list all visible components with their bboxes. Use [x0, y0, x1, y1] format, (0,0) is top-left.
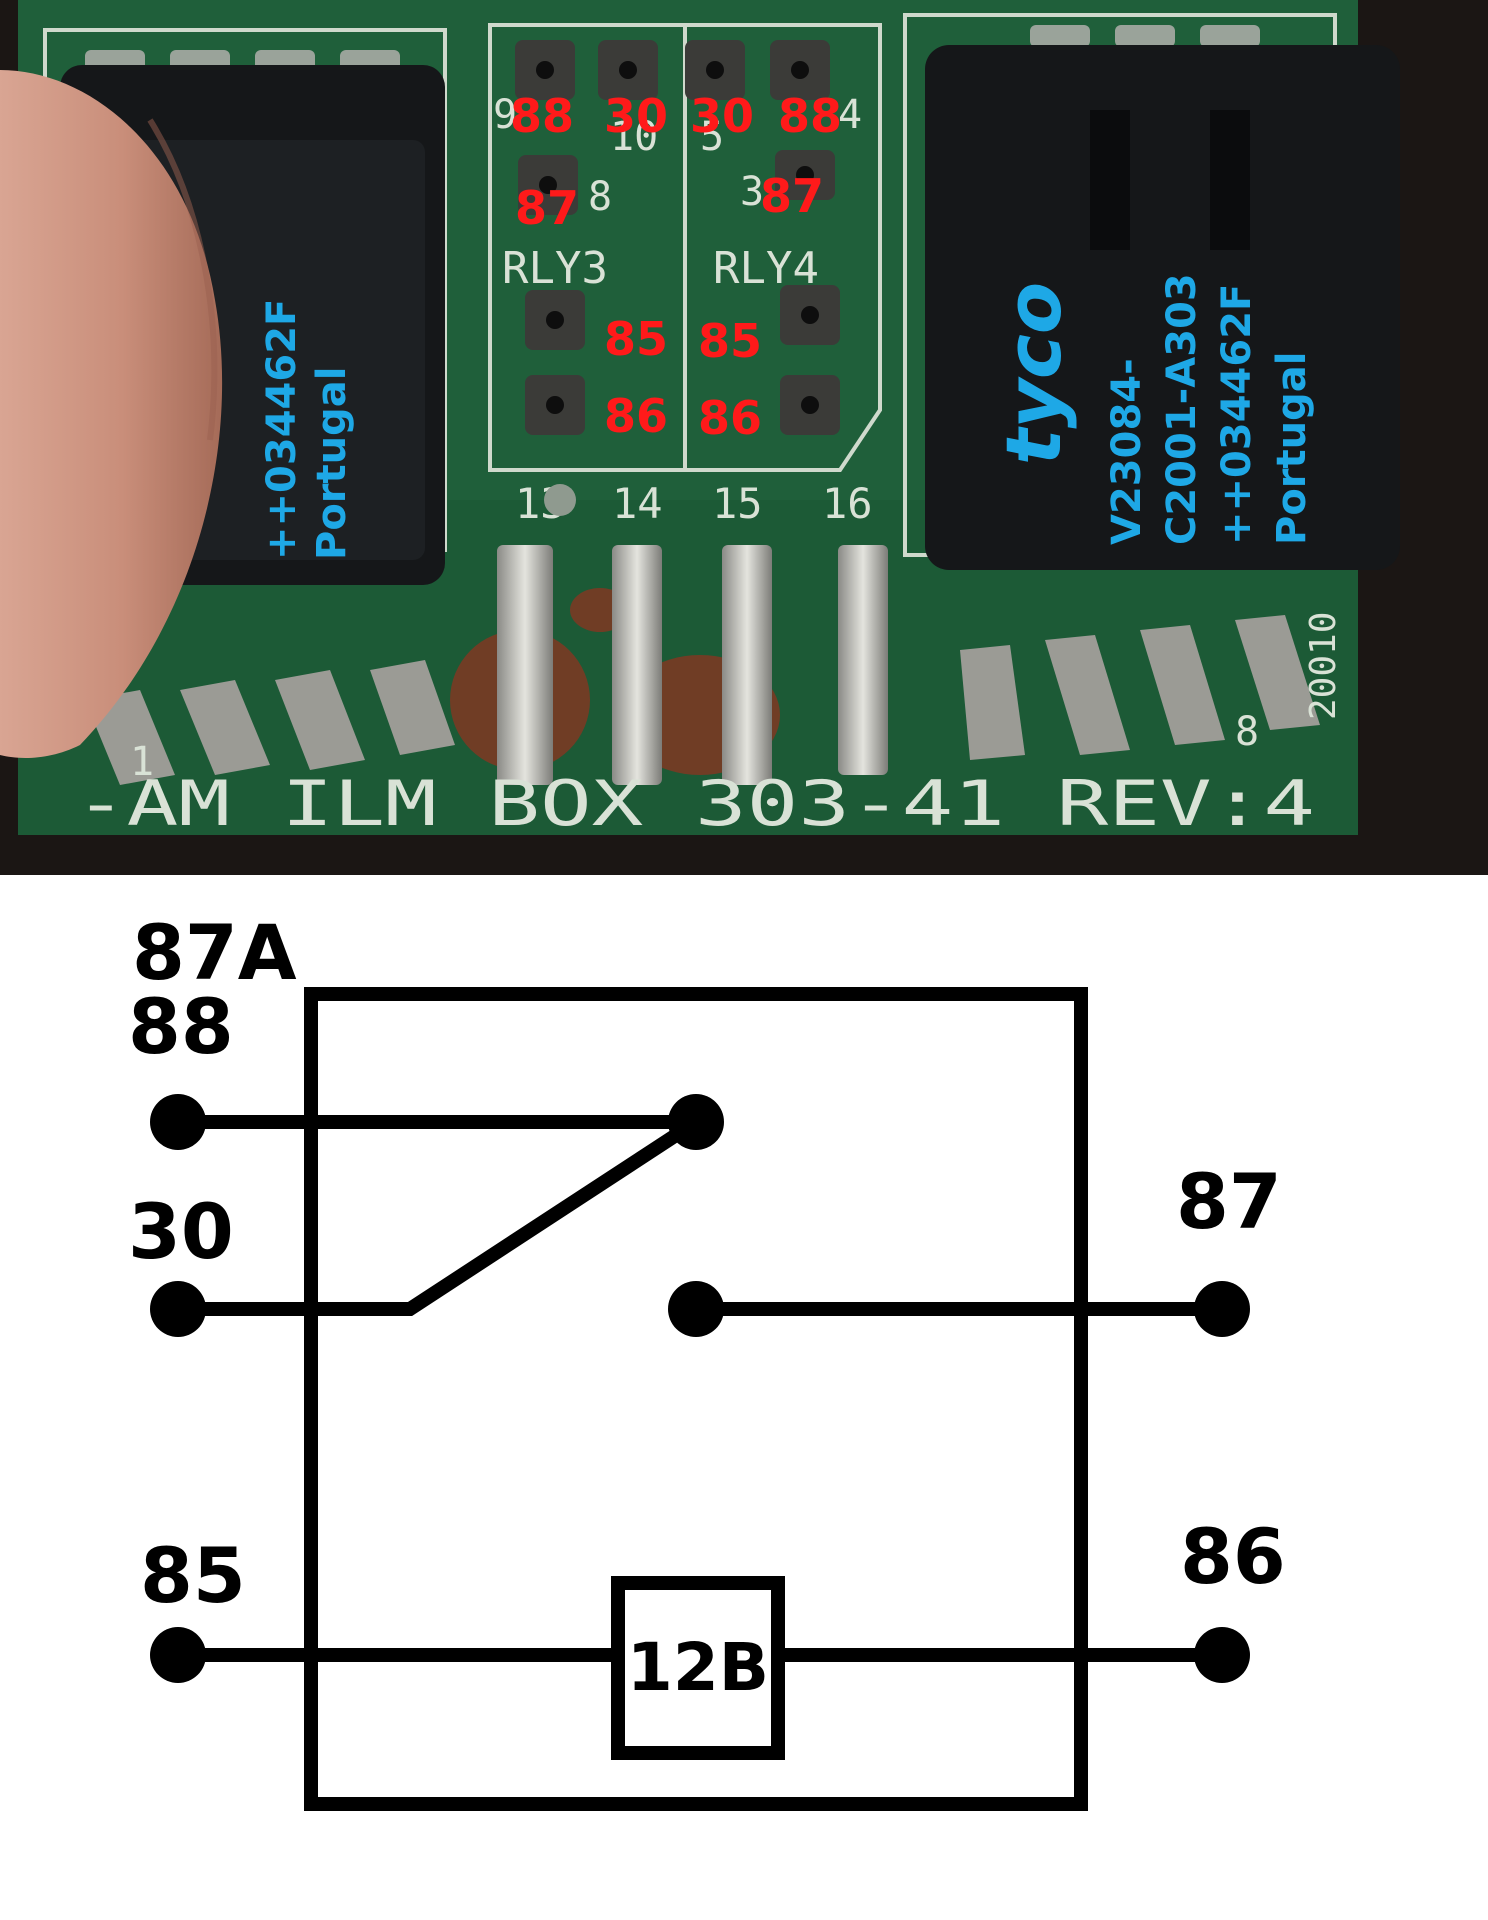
header-pin-16: 16 — [822, 479, 873, 528]
coil-box — [611, 1576, 785, 1760]
pin-overlay-30-left: 30 — [604, 89, 668, 143]
header-pin-14: 14 — [612, 479, 663, 528]
relay-right-text-model: C2001-A303 — [1159, 273, 1205, 545]
terminal-88-dot — [150, 1094, 206, 1150]
pcb-via — [544, 484, 576, 516]
pcb-header-pins — [497, 545, 888, 785]
terminal-87-dot — [1194, 1281, 1250, 1337]
label-85: 85 — [140, 1531, 246, 1620]
pin-overlay-88-left: 88 — [510, 89, 574, 143]
relay-right-brand: tyco — [989, 282, 1078, 465]
pad-number-4: 4 — [838, 92, 862, 138]
pin-overlay-86-right: 86 — [698, 391, 762, 445]
relay-schematic: 12B 87A 88 30 87 85 86 — [0, 875, 1488, 1920]
pin-overlay-87-left: 87 — [515, 181, 579, 235]
pcb-silk-center-box — [488, 23, 882, 472]
relay-right-body — [925, 45, 1400, 570]
thumb — [0, 70, 223, 758]
terminal-85-dot — [150, 1627, 206, 1683]
pad-number-10: 10 — [610, 114, 658, 160]
relay-right-text-part: V23084- — [1104, 358, 1150, 545]
pin-overlay-85-right: 85 — [698, 314, 762, 368]
label-30: 30 — [128, 1187, 234, 1276]
side-pin-1: 1 — [130, 739, 154, 785]
pad-number-3: 3 — [740, 169, 764, 215]
coil-label: 12B — [627, 1629, 769, 1706]
pcb-bent-pins — [85, 615, 1320, 785]
pin-overlay-30-right: 30 — [690, 89, 754, 143]
pad-number-9: 9 — [493, 92, 517, 138]
label-87a: 87A — [132, 908, 297, 997]
terminal-30-dot — [150, 1281, 206, 1337]
year-code: 20010 — [1303, 612, 1344, 720]
relay-right-text-code: ++034462F — [1214, 284, 1260, 545]
thumb-shadow — [147, 118, 218, 441]
relay-left-text-code: ++034462F — [259, 299, 305, 560]
pin-overlay-85-left: 85 — [604, 312, 668, 366]
label-88: 88 — [128, 982, 234, 1071]
pad-number-5: 5 — [700, 114, 724, 160]
pin-overlay-86-left: 86 — [604, 389, 668, 443]
label-86: 86 — [1180, 1512, 1286, 1601]
relay-label-rly3: RLY3 — [502, 243, 608, 294]
contact-87-inner-dot — [668, 1281, 724, 1337]
terminal-86-dot — [1194, 1627, 1250, 1683]
relay-board-photo: 9 10 5 4 8 3 RLY3 RLY4 13 14 15 16 1 8 -… — [0, 0, 1488, 875]
relay-right-slot-right — [1210, 110, 1250, 250]
switch-arm — [178, 1116, 700, 1316]
header-pin-15: 15 — [712, 479, 763, 528]
switch-contact-dot — [668, 1094, 724, 1150]
pad-number-8: 8 — [588, 174, 612, 220]
pcb-center-pads — [515, 40, 840, 435]
relay-label-rly4: RLY4 — [713, 243, 819, 294]
relay-outline — [304, 987, 1088, 1811]
relay-right-text-origin: Portugal — [1269, 352, 1315, 545]
relay-left-text-origin: Portugal — [309, 367, 355, 560]
board-label: -AM ILM BOX 303-41 REV:4 — [75, 767, 1315, 840]
label-87: 87 — [1176, 1157, 1282, 1246]
relay-right-slot-left — [1090, 110, 1130, 250]
pin-overlay-88-right: 88 — [778, 89, 842, 143]
pin-overlay-87-right: 87 — [760, 169, 824, 223]
side-pin-8: 8 — [1235, 709, 1259, 755]
